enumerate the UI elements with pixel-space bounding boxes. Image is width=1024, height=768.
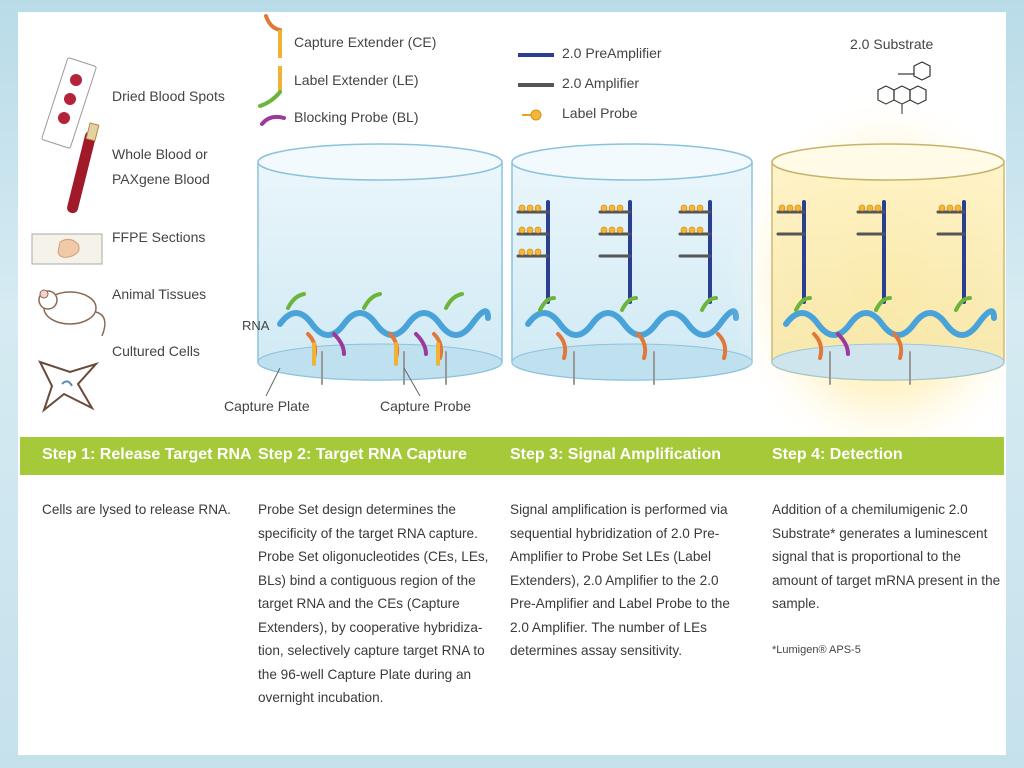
step-4-description: Addition of a chemilumigenic 2.0 Substra… [772, 502, 1001, 611]
legend-capture-extender: Capture Extender (CE) [294, 34, 437, 50]
sample-label-dried-blood-spots: Dried Blood Spots [112, 88, 225, 104]
step-4-heading: Step 4: Detection [772, 446, 903, 463]
step-1-heading: Step 1: Release Target RNA [42, 446, 252, 463]
capture-probe-pointer [403, 367, 421, 397]
label-extender-legend-icon [258, 66, 282, 108]
legend-label-probe: Label Probe [562, 105, 638, 121]
mouse-icon [38, 289, 106, 337]
step-3-description: Signal amplification is performed via se… [510, 502, 730, 658]
dried-blood-spot-card-icon [41, 57, 97, 149]
capture-plate-label: Capture Plate [224, 398, 310, 414]
assay-diagram [31, 14, 1006, 472]
capture-plate-pointer [265, 367, 281, 397]
step-1-description: Cells are lysed to release RNA. [42, 502, 231, 517]
probe-set-step3 [538, 296, 728, 385]
substrate-label: 2.0 Substrate [850, 36, 934, 52]
steps-header-band [20, 437, 1004, 475]
detection-trees [776, 200, 966, 304]
probe-set-step4 [794, 296, 972, 385]
preamplifier-trees [516, 200, 712, 304]
capture-extender-legend-icon [264, 14, 282, 58]
rna-label: RNA [242, 318, 270, 333]
detection-well [771, 143, 1005, 381]
sample-label-ffpe: FFPE Sections [112, 229, 206, 245]
sample-label-paxgene: PAXgene Blood [112, 171, 210, 187]
legend-label-extender: Label Extender (LE) [294, 72, 419, 88]
step-3-heading: Step 3: Signal Amplification [510, 446, 721, 463]
cultured-cell-icon [38, 360, 100, 413]
label-probe-legend-icon [522, 109, 542, 121]
blood-tube-icon [67, 122, 100, 214]
blocking-probe-legend-icon [260, 114, 286, 126]
capture-probe-label: Capture Probe [380, 398, 472, 414]
probe-set-step2 [286, 292, 464, 385]
legend-blocking-probe: Blocking Probe (BL) [294, 109, 419, 125]
legend-preamplifier: 2.0 PreAmplifier [562, 45, 662, 61]
slide: Dried Blood Spots Whole Blood or PAXgene… [18, 12, 1006, 755]
ffpe-slide-icon [31, 233, 103, 265]
step-2-heading: Step 2: Target RNA Capture [258, 446, 467, 463]
rna-strand-step4 [783, 308, 997, 338]
sample-label-whole-blood: Whole Blood or [112, 146, 208, 162]
step-2-description: Probe Set design determines the specific… [258, 502, 489, 705]
legend-amplifier: 2.0 Amplifier [562, 75, 640, 91]
sample-label-cultured-cells: Cultured Cells [112, 343, 200, 359]
sample-label-animal-tissues: Animal Tissues [112, 286, 207, 302]
step-4-footnote: *Lumigen® APS-5 [772, 644, 861, 656]
capture-plate-well [257, 143, 503, 381]
